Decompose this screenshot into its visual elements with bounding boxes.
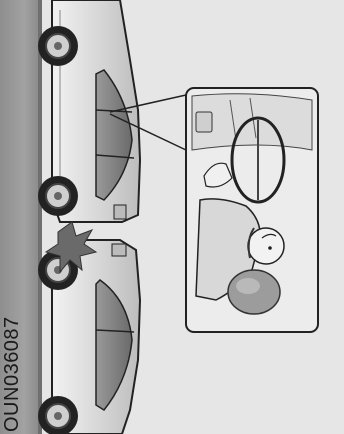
figure-code-label: OUN036087 bbox=[2, 316, 22, 432]
driver-callout-box bbox=[186, 88, 318, 332]
front-car-front-wheel-icon bbox=[38, 176, 78, 216]
airbag-icon bbox=[228, 270, 280, 314]
front-car-rear-wheel-icon bbox=[38, 26, 78, 66]
